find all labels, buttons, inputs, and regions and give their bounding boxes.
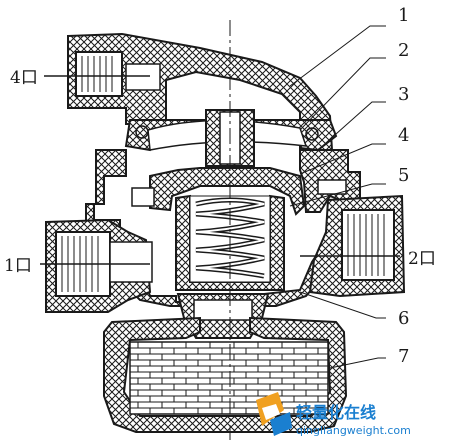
port-2-housing bbox=[308, 194, 406, 298]
callout-6: 6 bbox=[398, 308, 409, 329]
watermark-url: qingliangweight.com bbox=[296, 424, 411, 437]
callout-3: 3 bbox=[398, 84, 409, 105]
callout-numbers: 1 2 3 4 5 6 7 bbox=[398, 5, 409, 367]
watermark-title: 轻量化在线 bbox=[296, 403, 376, 422]
port-2-label: 2口 bbox=[408, 249, 436, 269]
port-flow-arrows bbox=[40, 75, 400, 265]
callout-5: 5 bbox=[398, 165, 409, 186]
filter-bowl bbox=[103, 316, 348, 433]
port-1-housing bbox=[45, 218, 153, 313]
port-4-label: 4口 bbox=[10, 68, 38, 88]
callout-1: 1 bbox=[398, 5, 409, 26]
callout-4: 4 bbox=[398, 125, 409, 146]
callout-leader-lines bbox=[289, 25, 386, 369]
callout-2: 2 bbox=[398, 40, 409, 61]
callout-7: 7 bbox=[398, 346, 409, 367]
port-1-label: 1口 bbox=[4, 256, 32, 276]
port-labels: 4口 1口 2口 bbox=[4, 68, 436, 276]
qlw-logo-icon bbox=[256, 392, 292, 436]
watermark: 轻量化在线 qingliangweight.com bbox=[256, 392, 411, 437]
